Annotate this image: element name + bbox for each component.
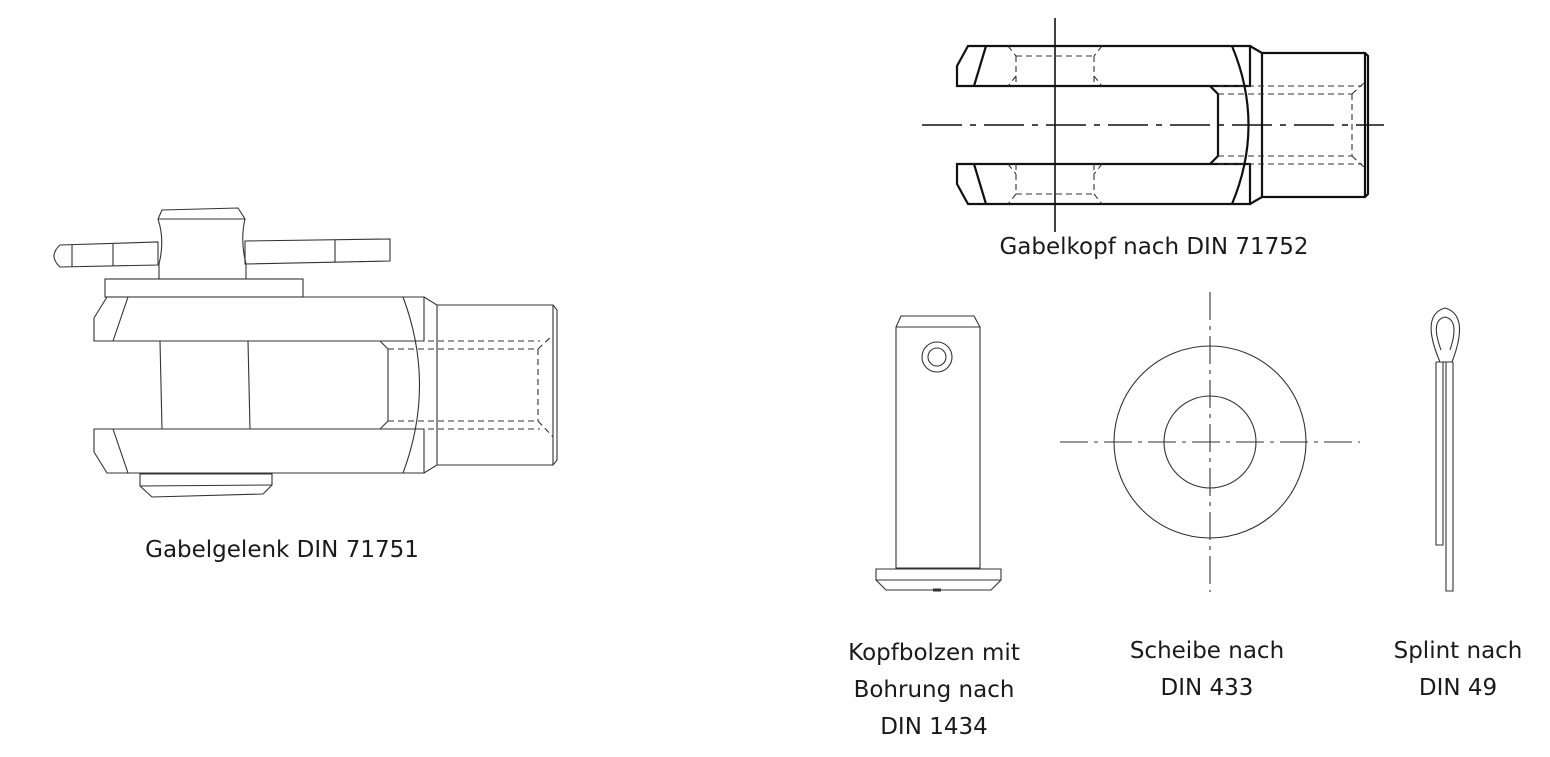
gabelgelenk-shank xyxy=(388,304,558,466)
gabelgelenk-washer xyxy=(104,278,304,298)
caption-gabelgelenk: Gabelgelenk DIN 71751 xyxy=(145,537,419,563)
caption-kopfbolzen-line-2: Bohrung nach xyxy=(853,677,1015,703)
gabelgelenk-drawing xyxy=(53,207,558,498)
caption-splint-line-1: Splint nach xyxy=(1393,638,1523,664)
gabelkopf-drawing xyxy=(922,18,1384,232)
splint-drawing xyxy=(1430,307,1461,592)
caption-scheibe-line-1: Scheibe nach xyxy=(1129,638,1285,664)
kopfbolzen-drawing xyxy=(875,315,1002,592)
gabelgelenk-fork-upper xyxy=(93,296,425,342)
gabelgelenk-pin-left xyxy=(53,241,159,268)
caption-splint-line-2: DIN 49 xyxy=(1418,675,1498,701)
gabelgelenk-bottom-clip xyxy=(139,473,273,498)
scheibe-drawing xyxy=(1060,292,1360,592)
caption-kopfbolzen-line-1: Kopfbolzen mit xyxy=(848,640,1020,666)
caption-splint: Splint nach DIN 49 xyxy=(1378,633,1538,707)
caption-scheibe: Scheibe nach DIN 433 xyxy=(1107,633,1307,707)
gabelgelenk-pin-head xyxy=(157,207,247,280)
gabelgelenk-pin-right xyxy=(244,238,391,265)
gabelgelenk-fork-lower xyxy=(93,428,425,474)
caption-gabelkopf: Gabelkopf nach DIN 71752 xyxy=(999,234,1309,260)
caption-kopfbolzen-line-3: DIN 1434 xyxy=(880,714,988,740)
caption-kopfbolzen: Kopfbolzen mit Bohrung nach DIN 1434 xyxy=(822,635,1046,746)
caption-scheibe-line-2: DIN 433 xyxy=(1160,675,1254,701)
